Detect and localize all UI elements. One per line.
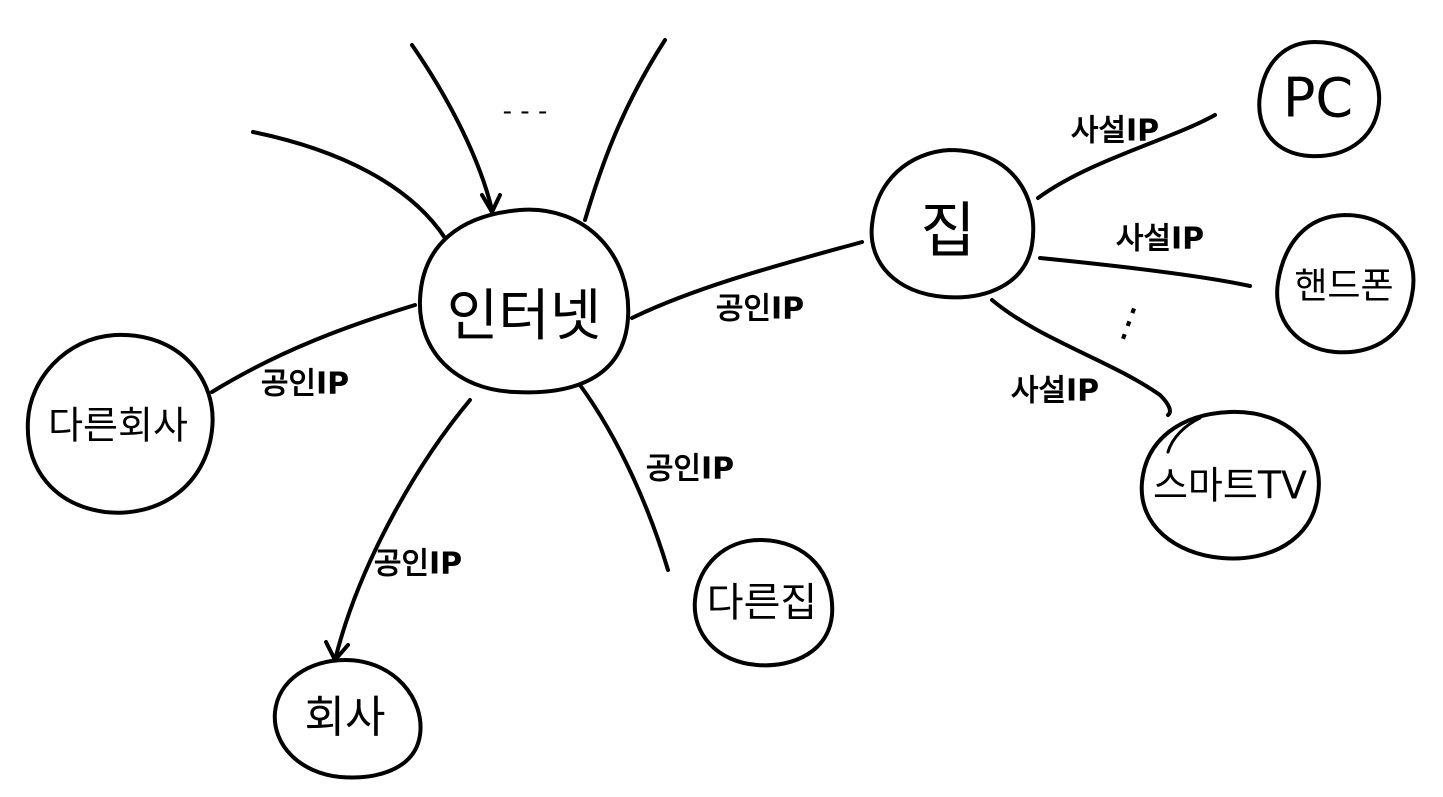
node-phone-circle	[1275, 213, 1416, 355]
edge-internet-other-company	[210, 303, 417, 394]
edge-label-internet-other-home: 공인IP	[646, 452, 734, 487]
node-other-home-circle	[692, 538, 835, 668]
ellipsis-top: - - -	[503, 97, 548, 127]
node-smart-tv-label: 스마트TV	[1153, 464, 1307, 508]
ellipsis-home-devices: ⋮	[1102, 295, 1155, 352]
node-company-label: 회사	[305, 692, 386, 743]
node-internet-label: 인터넷	[447, 284, 602, 349]
node-home-circle	[869, 148, 1036, 300]
edge-home-phone	[1038, 256, 1252, 288]
edge-label-home-phone: 사설IP	[1116, 222, 1204, 257]
node-phone-label: 핸드폰	[1294, 266, 1393, 307]
node-smart-tv-circle	[1139, 409, 1321, 561]
node-internet-circle	[417, 207, 631, 395]
edge-internet-other-home	[578, 383, 670, 572]
spoke-line	[583, 38, 667, 222]
spoke-line	[480, 193, 502, 214]
edge-label-home-smart-tv: 사설IP	[1011, 374, 1099, 409]
node-pc-circle	[1257, 40, 1382, 159]
edge-label-home-pc: 사설IP	[1071, 114, 1159, 149]
node-other-home-label: 다른집	[707, 580, 817, 626]
edge-label-internet-home: 공인IP	[716, 292, 804, 327]
spoke-line	[251, 130, 447, 240]
edge-home-pc	[1036, 113, 1217, 200]
node-smart-tv-circle-tick	[1166, 416, 1202, 454]
node-pc-label: PC	[1283, 67, 1353, 130]
edge-internet-home	[630, 240, 864, 320]
node-other-company-circle	[25, 332, 215, 515]
node-other-company-label: 다른회사	[48, 404, 188, 448]
edge-home-smart-tv	[990, 298, 1172, 417]
spoke-line	[410, 43, 494, 212]
node-company-circle	[272, 658, 423, 780]
edge-label-internet-company: 공인IP	[374, 547, 462, 582]
edge-internet-company	[333, 398, 472, 662]
node-home-label: 집	[920, 197, 975, 267]
edge-label-internet-other-company: 공인IP	[261, 367, 349, 402]
